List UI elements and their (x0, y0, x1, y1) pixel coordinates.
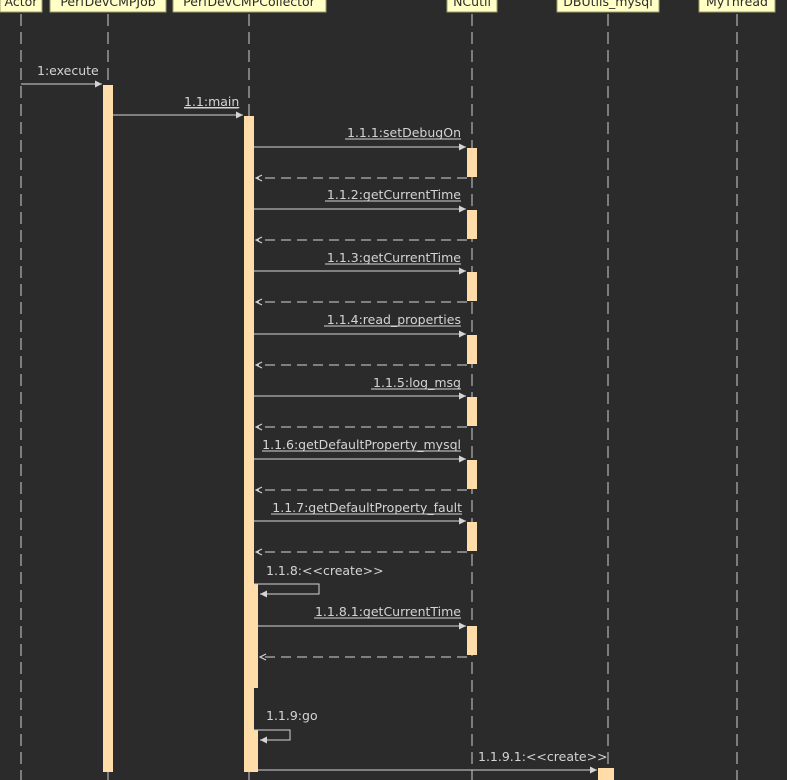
message-label-go: 1.1.9:go (266, 708, 318, 723)
activation-ncutil-5[interactable] (467, 397, 477, 426)
message-label-getdefaultproperty-mysql: 1.1.6:getDefaultProperty_mysql (262, 437, 461, 452)
self-message-arrow-create[interactable] (254, 583, 320, 598)
activation-ncutil-1[interactable] (467, 148, 477, 177)
activation-ncutil-6[interactable] (467, 460, 477, 489)
self-message-arrow-go[interactable] (254, 729, 291, 744)
messages (21, 80, 597, 774)
lifeline-label-perfdevcmpcollector: PerfDevCMPCollector (183, 0, 316, 9)
activation-ncutil-8[interactable] (467, 626, 477, 655)
message-label-read-properties: 1.1.4:read_properties (327, 312, 461, 327)
lifeline-header-perfdevcmpjob[interactable]: PerfDevCMPJob (49, 0, 167, 13)
activation-perfdevcmpjob[interactable] (103, 85, 113, 772)
activation-ncutil-7[interactable] (467, 522, 477, 551)
lifeline-label-ncutil: NCutil (453, 0, 491, 9)
activation-bars (103, 85, 614, 780)
message-label-log-msg: 1.1.5:log_msg (373, 375, 461, 390)
message-label-getcurrenttime-2: 1.1.3:getCurrentTime (327, 250, 461, 265)
lifeline-header-dbutils-mysql[interactable]: DBUtils_mysql (556, 0, 660, 13)
message-label-getdefaultproperty-fault: 1.1.7:getDefaultProperty_fault (272, 500, 462, 515)
activation-perfdevcmpcollector[interactable] (244, 116, 254, 772)
message-label-getcurrenttime-3: 1.1.8.1:getCurrentTime (315, 604, 461, 619)
lifeline-header-mythread[interactable]: MyThread (698, 0, 776, 13)
lifeline-headers: Actor PerfDevCMPJob PerfDevCMPCollector … (0, 0, 776, 13)
activation-perfdevcmpcollector-nested-2[interactable] (248, 730, 258, 772)
lifeline-header-actor[interactable]: Actor (0, 0, 43, 13)
message-label-create: 1.1.8:<<create>> (266, 563, 384, 578)
lifeline-label-perfdevcmpjob: PerfDevCMPJob (60, 0, 155, 9)
message-label-create-dbutils: 1.1.9.1:<<create>> (478, 749, 608, 764)
lifeline-label-mythread: MyThread (706, 0, 768, 9)
lifeline-label-actor: Actor (5, 0, 39, 9)
activation-ncutil-2[interactable] (467, 210, 477, 239)
lifeline-label-dbutils-mysql: DBUtils_mysql (563, 0, 652, 9)
message-label-execute: 1:execute (37, 63, 99, 78)
message-label-setdebugon: 1.1.1:setDebugOn (347, 125, 461, 140)
lifeline-header-ncutil[interactable]: NCutil (446, 0, 498, 13)
message-label-main: 1.1:main (184, 94, 239, 109)
activation-ncutil-3[interactable] (467, 272, 477, 301)
lifeline-header-perfdevcmpcollector[interactable]: PerfDevCMPCollector (172, 0, 327, 13)
message-label-getcurrenttime-1: 1.1.2:getCurrentTime (327, 187, 461, 202)
message-labels: 1:execute 1.1:main 1.1.1:setDebugOn 1.1.… (37, 63, 608, 764)
activation-dbutils-mysql[interactable] (598, 768, 614, 780)
activation-perfdevcmpcollector-nested-1[interactable] (248, 584, 258, 688)
activation-ncutil-4[interactable] (467, 335, 477, 364)
